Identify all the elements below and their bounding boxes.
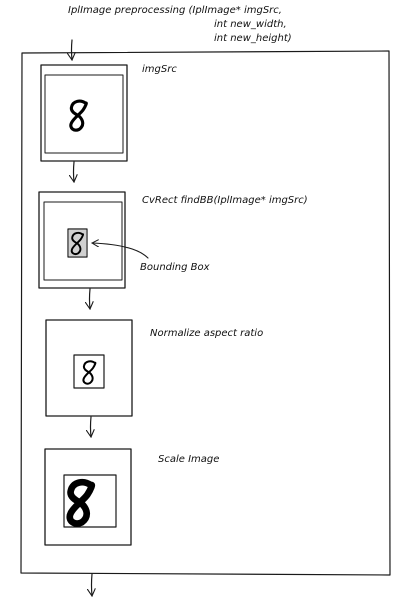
step-4-label: Scale Image (158, 454, 219, 465)
bounding-box-rect (67, 228, 88, 258)
bounding-box-annotation: Bounding Box (140, 262, 210, 273)
digit-8 (70, 482, 92, 523)
step-imgsrc: imgSrc (40, 64, 177, 162)
function-frame (20, 50, 391, 576)
step-1-outer-frame (40, 64, 128, 162)
step-scale: Scale Image (44, 448, 219, 546)
normalized-square (73, 354, 105, 389)
signature-line-3: int new_height) (214, 33, 292, 44)
step-normalize: Normalize aspect ratio (45, 319, 263, 417)
step-1-image (44, 74, 124, 154)
signature-line-2: int new_width, (214, 19, 287, 30)
arrow-1-to-2 (74, 161, 75, 182)
step-3-label: Normalize aspect ratio (150, 328, 263, 339)
scaled-square (63, 474, 117, 528)
step-3-frame (45, 319, 133, 417)
arrow-3-to-4 (91, 416, 92, 437)
arrow-2-to-3 (90, 288, 91, 309)
entry-arrow (72, 39, 73, 60)
step-2-label: CvRect findBB(IplImage* imgSrc) (142, 195, 308, 206)
digit-8 (69, 99, 88, 132)
step-2-image (43, 201, 123, 281)
exit-arrow (92, 573, 93, 596)
step-findbb: Bounding Box CvRect findBB(IplImage* img… (38, 191, 308, 289)
step-2-outer-frame (38, 191, 126, 289)
step-4-frame (44, 448, 132, 546)
function-signature: IplImage preprocessing (IplImage* imgSrc… (68, 5, 292, 44)
bounding-box-pointer-arrow (92, 243, 149, 259)
signature-line-1: IplImage preprocessing (IplImage* imgSrc… (68, 5, 282, 16)
digit-8 (82, 360, 97, 385)
step-1-label: imgSrc (142, 64, 177, 75)
